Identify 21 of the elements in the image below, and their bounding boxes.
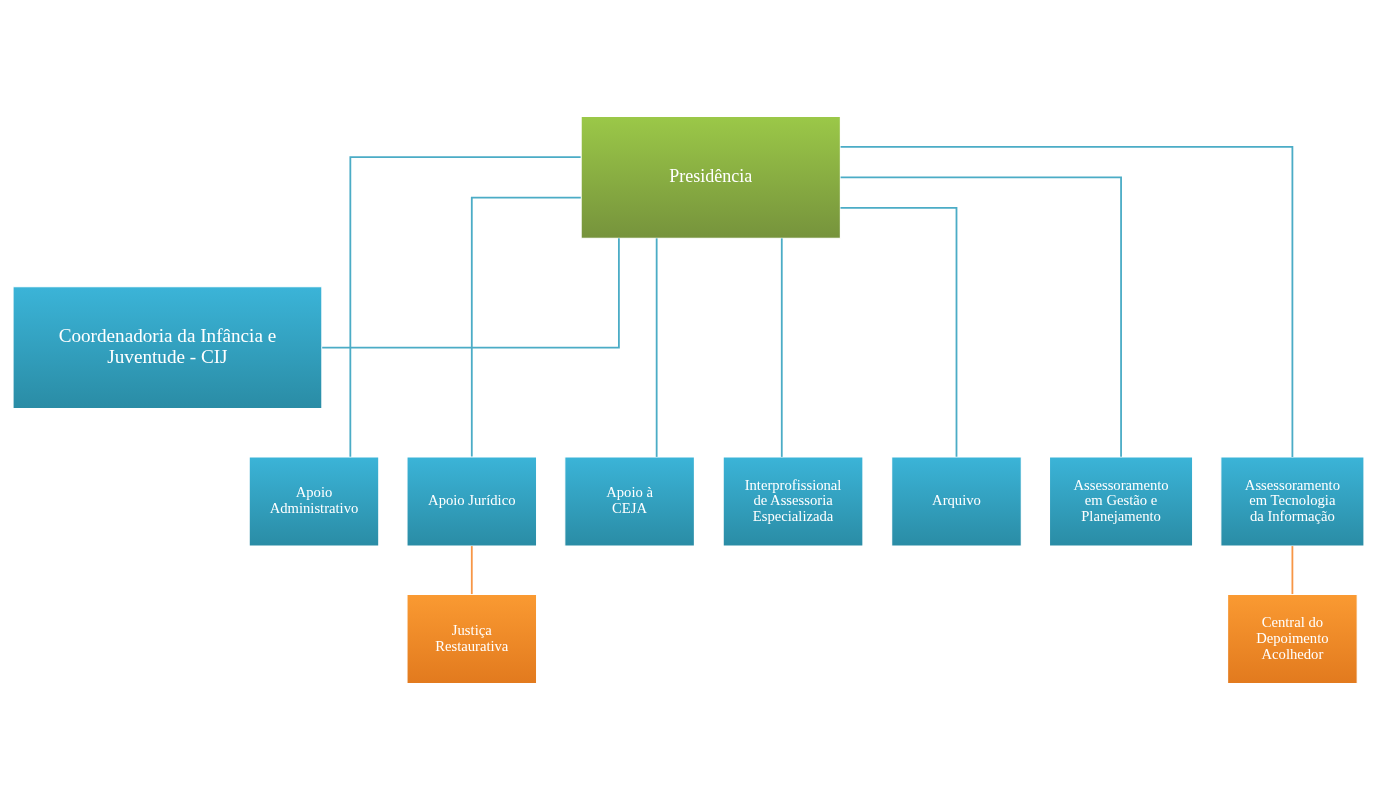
node-box: Apoio Jurídico bbox=[406, 455, 538, 547]
node-box: Coordenadoria da Infância e Juventude - CIJ bbox=[12, 285, 323, 409]
connector bbox=[470, 544, 473, 595]
connector bbox=[470, 196, 582, 457]
node-box: Justiça Restaurativa bbox=[406, 593, 538, 684]
connector bbox=[839, 176, 1122, 458]
node-box: Arquivo bbox=[891, 455, 1022, 547]
node-box: Central do Depoimento Acolhedor bbox=[1227, 593, 1358, 684]
node-box: Assessoramento em Gestão e Planejamento bbox=[1048, 455, 1194, 547]
node-box: Presidência bbox=[580, 115, 841, 239]
node-box: Apoio Administrativo bbox=[248, 455, 380, 547]
node-box: Apoio à CEJA bbox=[564, 455, 695, 547]
node-box: Interprofissional de Assessoria Especializada bbox=[722, 455, 864, 547]
node-box: Assessoramento em Tecnologia da Informação bbox=[1220, 455, 1365, 547]
connector bbox=[839, 206, 958, 458]
connector bbox=[780, 236, 783, 458]
connector bbox=[321, 236, 620, 348]
connector bbox=[1291, 544, 1294, 595]
connector bbox=[655, 236, 658, 458]
connector bbox=[839, 145, 1294, 458]
connector bbox=[349, 155, 582, 458]
